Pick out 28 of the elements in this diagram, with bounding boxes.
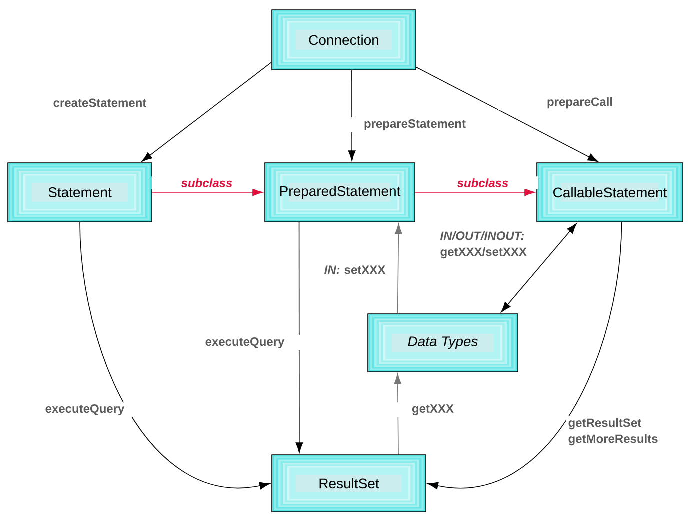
edge-label: prepareStatement — [364, 120, 466, 130]
process-box: Statement — [8, 162, 152, 222]
arrow — [415, 188, 536, 196]
arrow — [501, 223, 577, 313]
arrow — [348, 70, 356, 162]
arrow — [296, 222, 304, 454]
edge-label: IN/OUT/INOUT: getXXX/setXXX — [440, 231, 527, 259]
edge-label: executeQuery — [206, 338, 285, 348]
arrow — [394, 224, 402, 314]
arrow — [152, 188, 264, 196]
edge-label: getResultSet getMoreResults — [568, 418, 658, 446]
arrow — [142, 62, 272, 162]
edge-label: createStatement — [54, 98, 147, 108]
process-box: PreparedStatement — [264, 162, 416, 222]
arrow — [428, 222, 622, 490]
edge-label: executeQuery — [46, 404, 125, 416]
arrow — [416, 66, 598, 162]
process-box: ResultSet — [272, 454, 426, 512]
process-box: CallableStatement — [536, 162, 684, 222]
arrow — [80, 222, 270, 490]
edge-label: IN: setXXX — [324, 266, 386, 274]
edge-label: subclass — [181, 178, 232, 188]
edge-label: getXXX — [412, 404, 454, 416]
arrow — [394, 374, 402, 455]
process-box: Data Types — [368, 314, 518, 372]
process-box: Connection — [272, 10, 416, 70]
edge-label: subclass — [457, 178, 508, 188]
edge-label: prepareCall — [548, 97, 612, 109]
